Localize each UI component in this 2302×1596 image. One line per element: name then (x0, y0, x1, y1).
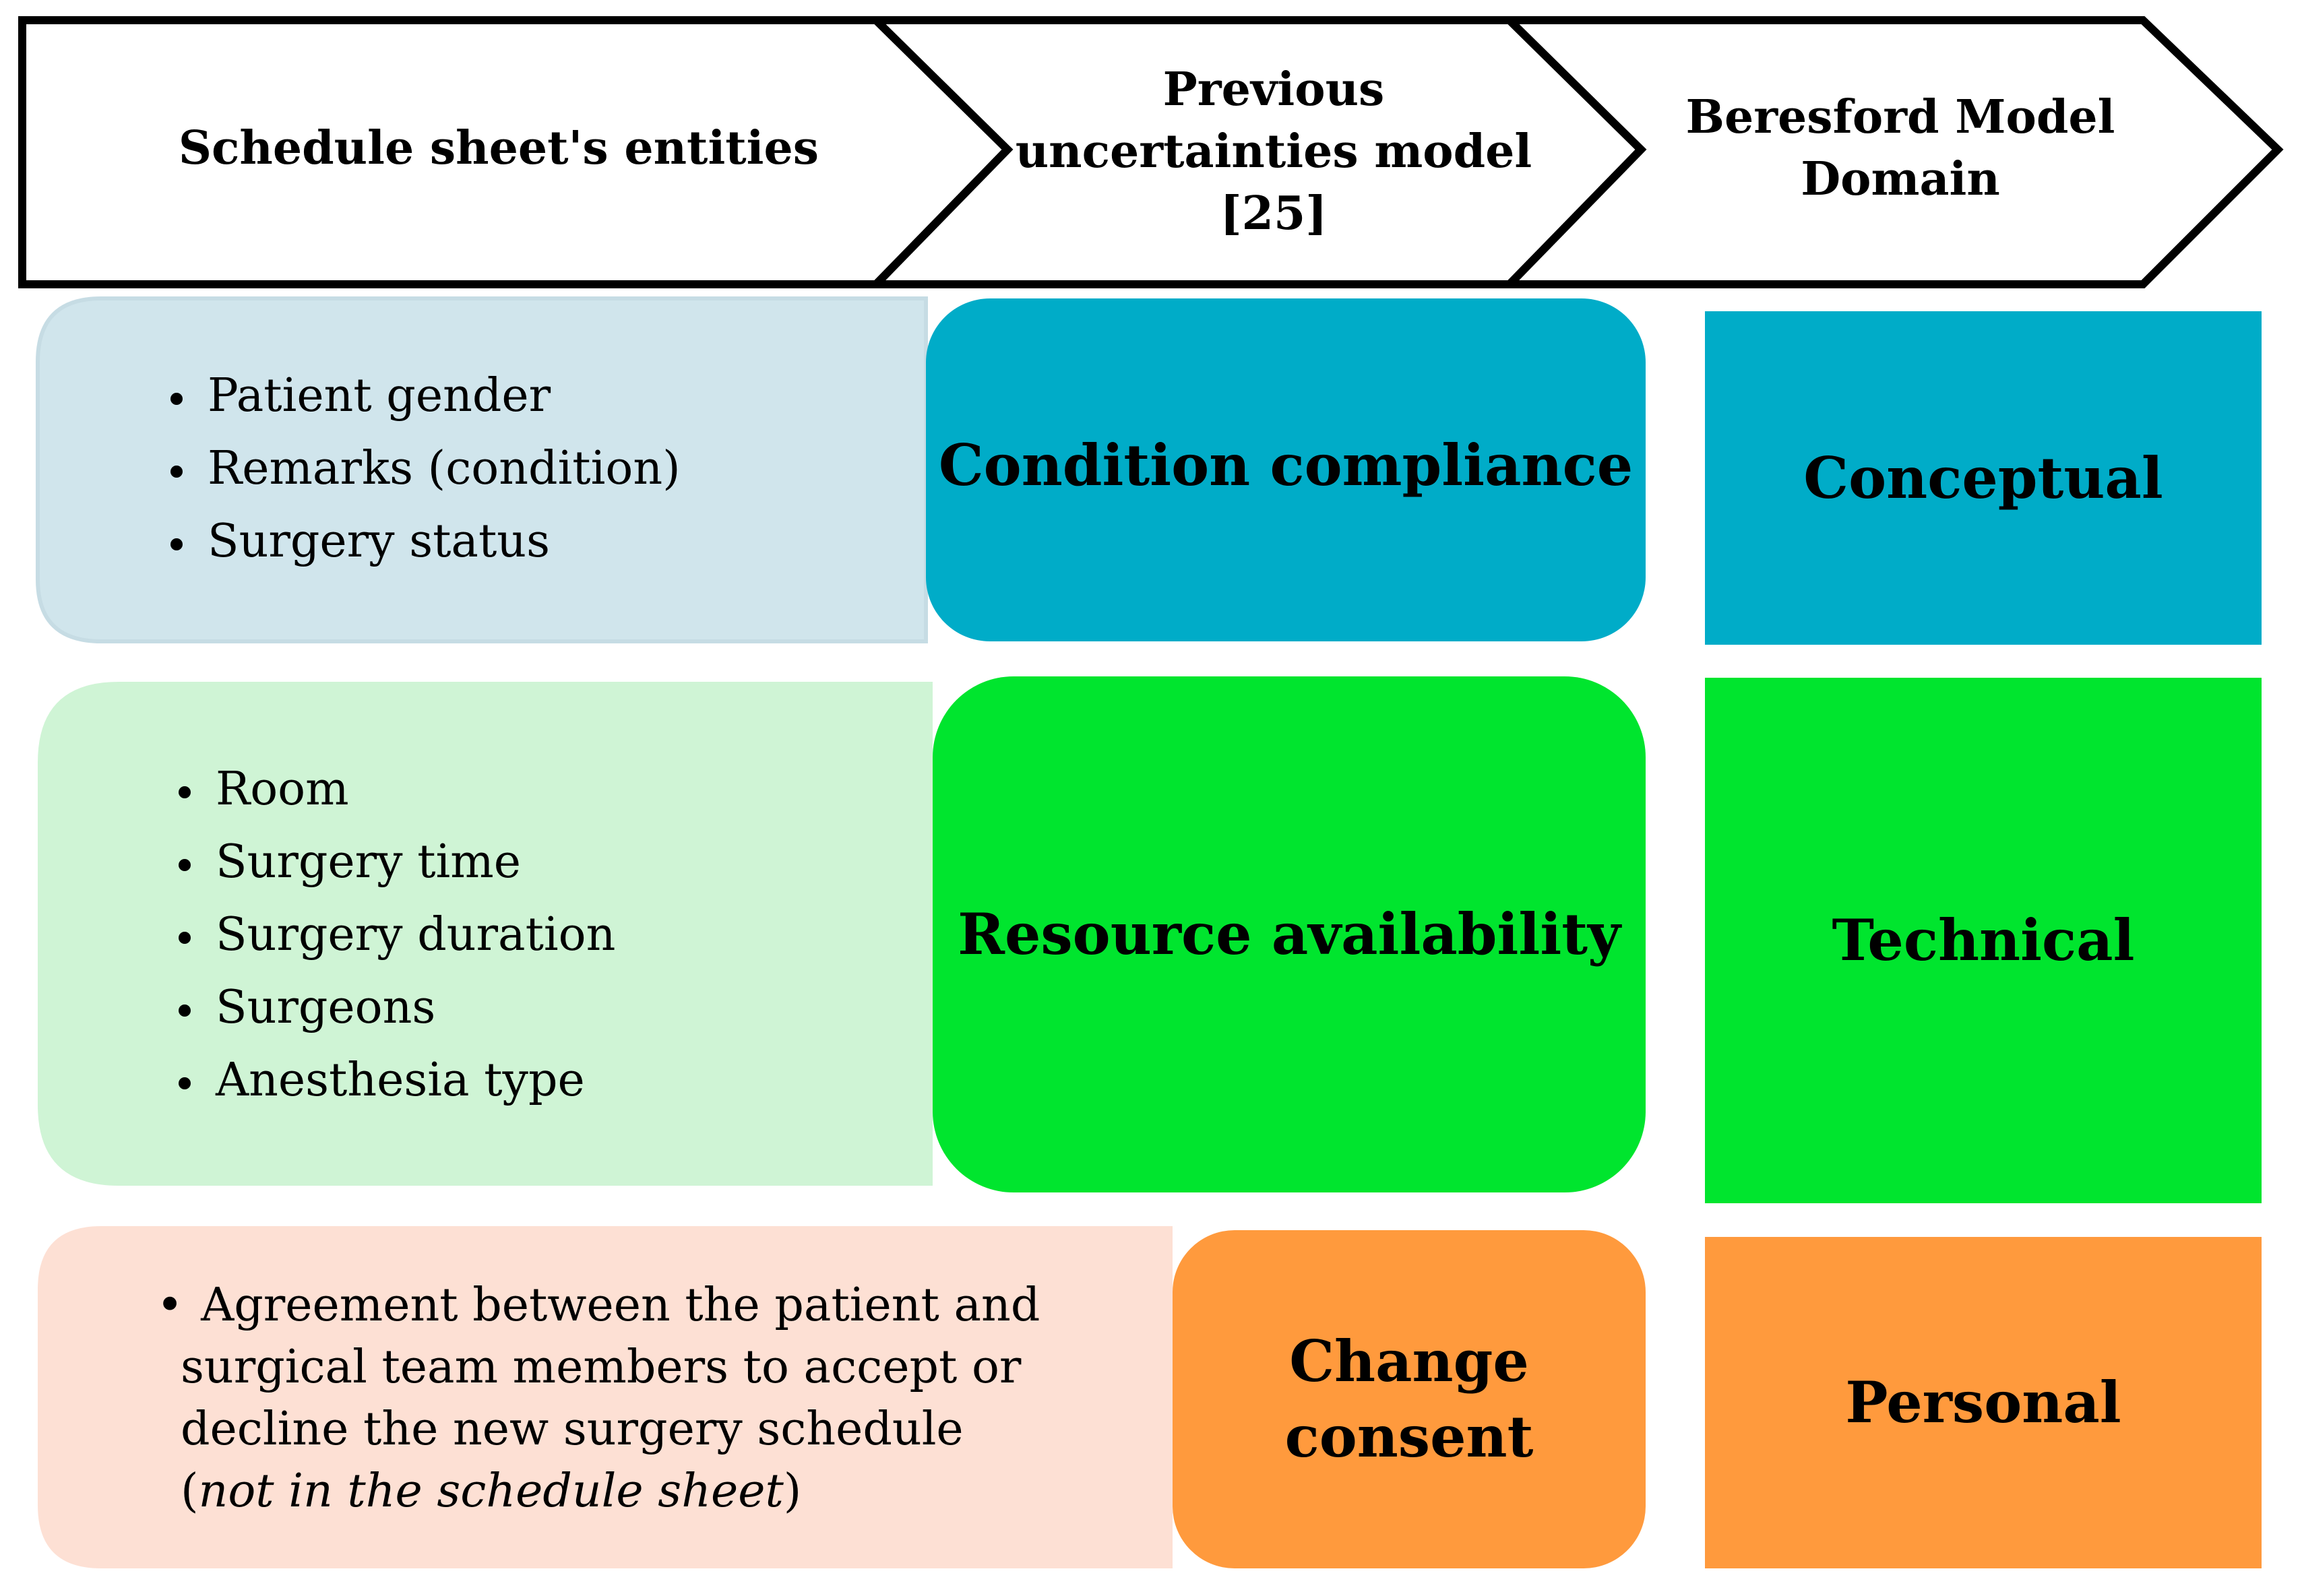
entity-note: (not in the schedule sheet) (181, 1465, 802, 1518)
entity-line: surgical team members to accept or (181, 1341, 1022, 1394)
uncertainty-box-3 (1173, 1230, 1646, 1568)
entity-line: •Agreement between the patient and (156, 1279, 1040, 1332)
entity-item: Surgeons (208, 971, 615, 1044)
domain-label-2: Technical (1832, 907, 2135, 973)
domain-box-3 (1705, 1237, 2262, 1568)
entity-item: Surgery time (208, 826, 615, 899)
header-label-beresford: Beresford Model Domain (1685, 90, 2115, 206)
entity-item: Surgery duration (208, 899, 615, 971)
uncertainty-label-1: Condition compliance (938, 431, 1634, 499)
domain-label-3: Personal (1845, 1369, 2121, 1436)
entity-item: Anesthesia type (208, 1044, 615, 1117)
header-label-previous-model: Previous uncertainties model [25] (1015, 63, 1532, 241)
entity-item: Surgery status (199, 505, 681, 578)
header-label-entities: Schedule sheet's entities (178, 121, 819, 175)
header-arrows (18, 16, 2284, 288)
domain-box-2 (1705, 678, 2262, 1203)
header-arrow-3 (1499, 16, 2284, 288)
entity-item: Remarks (condition) (199, 433, 681, 505)
entity-box-2 (38, 682, 933, 1186)
uncertainty-label-3: Change consent (1284, 1328, 1534, 1470)
bullet-icon: • (156, 1279, 184, 1332)
uncertainty-label-2: Resource availability (958, 901, 1621, 967)
uncertainty-box-2 (933, 676, 1646, 1192)
entity-box-1 (36, 296, 928, 643)
entity-list-1: Patient gender Remarks (condition) Surge… (160, 360, 681, 578)
entity-item: Room (208, 753, 615, 826)
domain-box-1 (1705, 311, 2262, 645)
domain-label-1: Conceptual (1803, 444, 2163, 511)
entity-line: decline the new surgery schedule (181, 1403, 964, 1456)
entity-paragraph-3: •Agreement between the patient and surgi… (156, 1275, 1040, 1523)
entity-list-2: Room Surgery time Surgery duration Surge… (168, 753, 615, 1117)
entity-item: Patient gender (199, 360, 681, 433)
entity-box-3 (38, 1226, 1173, 1568)
uncertainty-box-1 (926, 298, 1646, 641)
